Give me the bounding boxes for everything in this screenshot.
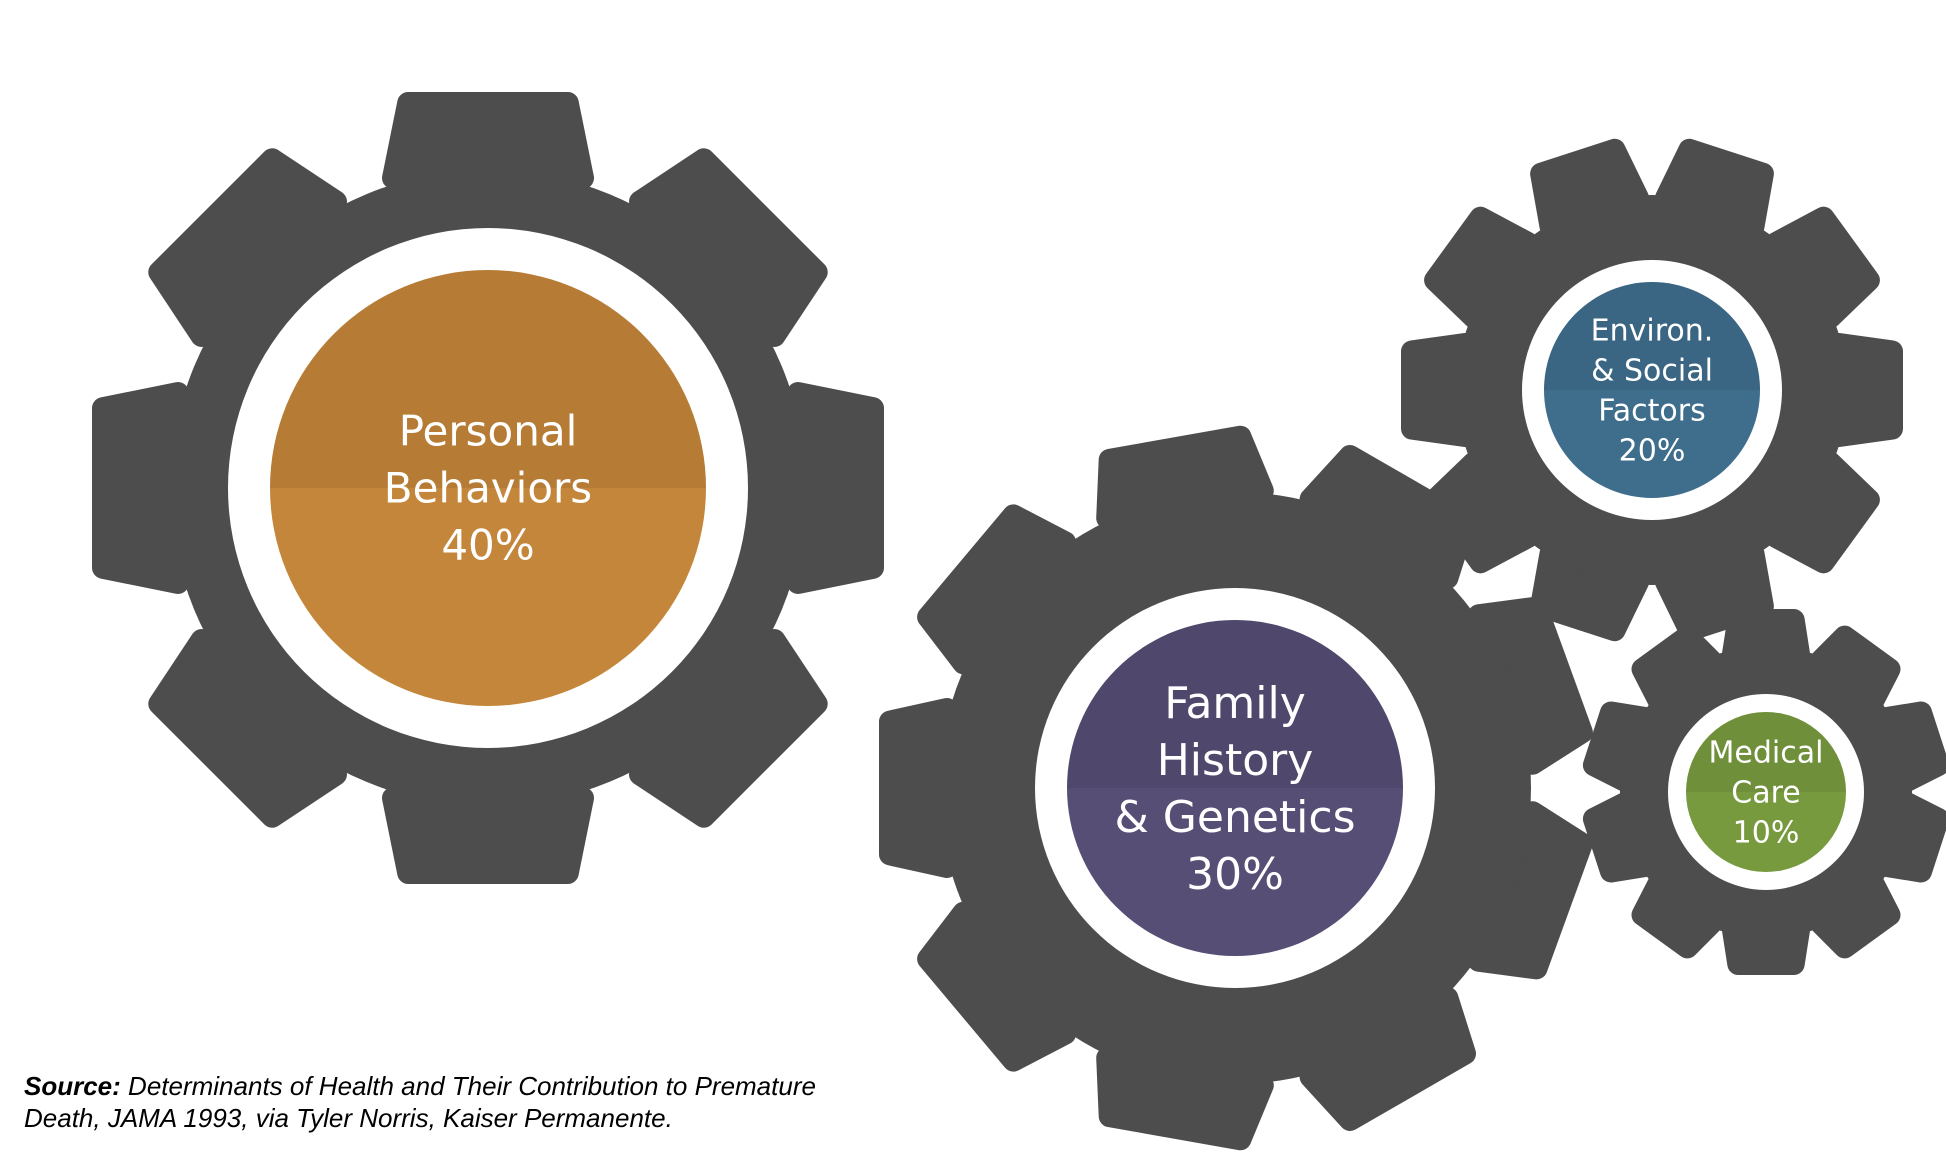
gear-center-family-history <box>1067 620 1403 956</box>
source-note: Source: Determinants of Health and Their… <box>24 1070 884 1134</box>
gear-label-line: & Genetics <box>1114 792 1355 843</box>
gear-label-line: Care <box>1731 776 1800 811</box>
source-label: Source: <box>24 1071 121 1101</box>
gear-label-line: 10% <box>1733 816 1800 851</box>
gear-center-shade <box>270 270 706 488</box>
gear-center-environ-social <box>1544 282 1760 498</box>
gear-label-line: Medical <box>1709 736 1824 771</box>
gear-label-line: 40% <box>441 521 534 570</box>
gear-center-medical-care <box>1686 712 1846 872</box>
gear-center-shade <box>1686 712 1846 792</box>
gear-label-line: Family <box>1164 678 1306 729</box>
gear-label-line: History <box>1157 735 1314 786</box>
gear-tooth <box>879 698 958 878</box>
gear-center-shade <box>1544 282 1760 390</box>
gear-label-line: Behaviors <box>384 464 592 513</box>
gear-tooth <box>382 787 594 884</box>
gear-label-line: & Social <box>1591 354 1713 389</box>
gear-label-line: Personal <box>399 407 578 456</box>
gear-tooth <box>787 382 884 594</box>
gear-label-line: Environ. <box>1591 314 1714 349</box>
gear-center-shade <box>1067 620 1403 788</box>
source-text: Determinants of Health and Their Contrib… <box>24 1071 816 1133</box>
gear-tooth <box>382 92 594 189</box>
gear-tooth <box>92 382 189 594</box>
gear-label-line: Factors <box>1598 394 1705 429</box>
gear-center-personal-behaviors <box>270 270 706 706</box>
gear-label-line: 30% <box>1186 849 1284 900</box>
gear-label-line: 20% <box>1619 434 1686 469</box>
